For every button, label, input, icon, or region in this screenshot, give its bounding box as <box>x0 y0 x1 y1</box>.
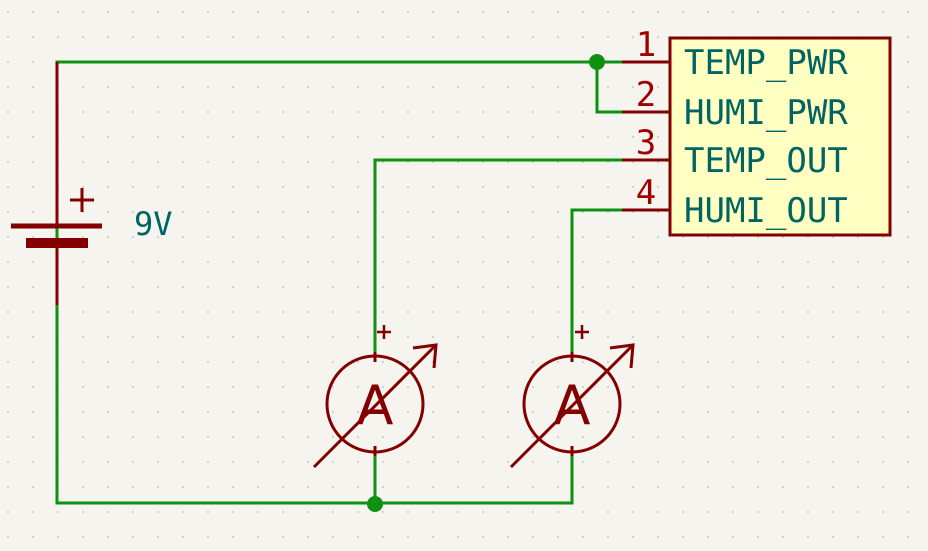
wire-pin3-to-meter1 <box>373 158 622 352</box>
meter1-letter: A <box>357 374 394 437</box>
pin-name-3: TEMP_OUT <box>684 141 848 181</box>
junction-bottom <box>367 496 383 512</box>
ammeter-humi: A <box>509 325 635 469</box>
pin-name-1: TEMP_PWR <box>684 43 848 83</box>
wire-junction-to-pin2 <box>595 62 622 114</box>
ammeter-temp: A <box>312 325 438 469</box>
pin-number-4: 4 <box>636 173 656 213</box>
wire-pin4-to-meter2 <box>570 208 622 352</box>
meter2-letter: A <box>554 374 591 437</box>
connector-body <box>668 36 892 237</box>
pin-number-3: 3 <box>636 123 656 163</box>
pin-number-1: 1 <box>636 25 656 65</box>
wire-ground-bus <box>55 305 574 505</box>
pin-name-2: HUMI_PWR <box>684 93 848 133</box>
battery-value: 9V <box>134 205 173 243</box>
junction-top <box>589 54 605 70</box>
connector: 1 TEMP_PWR 2 HUMI_PWR 3 TEMP_OUT 4 HUMI_OUT <box>622 25 892 237</box>
pin-number-2: 2 <box>636 75 656 115</box>
battery-symbol: 9V <box>11 62 173 305</box>
connector-pins: 1 TEMP_PWR 2 HUMI_PWR 3 TEMP_OUT 4 HUMI_OUT <box>622 25 848 231</box>
wire-battery-top-to-pin1 <box>55 60 622 305</box>
pin-name-4: HUMI_OUT <box>684 191 848 231</box>
